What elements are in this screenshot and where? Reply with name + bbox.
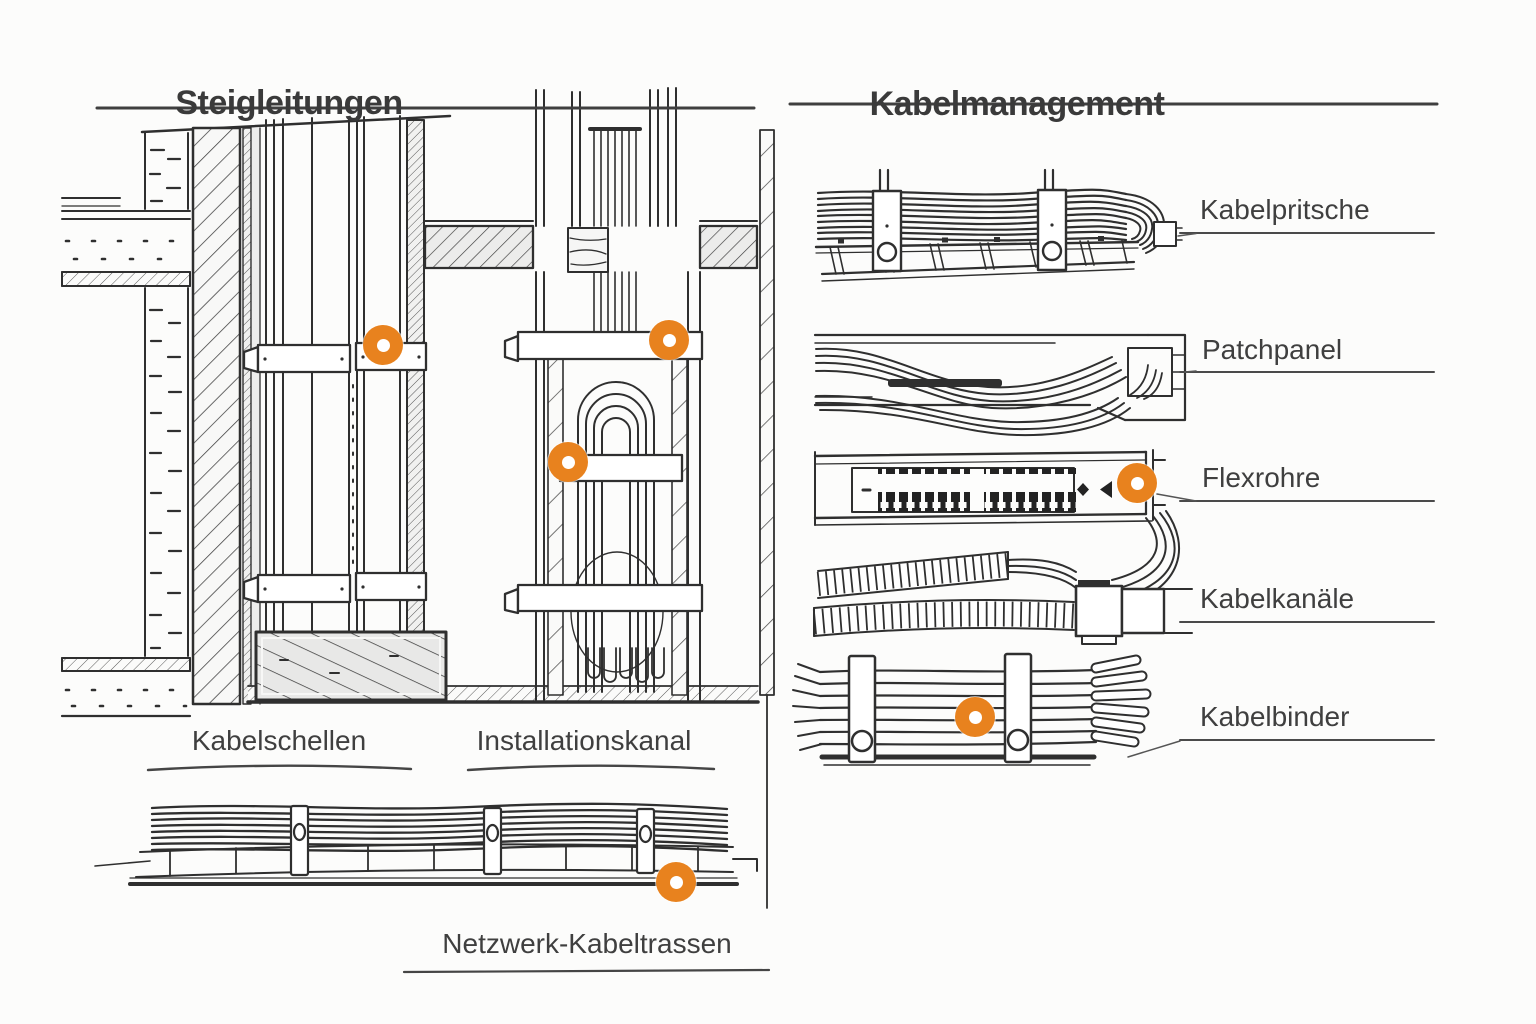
kabelbinder-drawing <box>792 652 1152 766</box>
hotspot-marker-kabelbinder-icon[interactable] <box>955 697 995 737</box>
panel-divider <box>759 129 775 909</box>
cable-ties <box>847 652 1033 764</box>
flexrohre-drawing <box>813 449 1180 607</box>
label-kabelbinder: Kabelbinder <box>1200 701 1350 732</box>
port-group <box>878 468 970 512</box>
riser-pipes <box>265 115 425 633</box>
tray-hangers <box>871 168 1068 273</box>
patchpanel-drawing <box>813 333 1187 437</box>
cable-channel <box>1120 587 1166 635</box>
label-patchpanel: Patchpanel <box>1202 334 1343 365</box>
hatched-wall <box>191 126 242 706</box>
kabelkanaele-drawing <box>812 551 1193 645</box>
label-flexrohre: Flexrohre <box>1202 462 1321 493</box>
base-block <box>254 630 448 702</box>
label-kabelkanaele: Kabelkanäle <box>1200 583 1355 614</box>
hotspot-marker-kabeltrasse-icon[interactable] <box>656 862 696 902</box>
port-group <box>984 468 1076 512</box>
floor-slab <box>423 220 759 273</box>
hotspot-marker-flexrohre-icon[interactable] <box>1117 463 1157 503</box>
hotspot-marker-kabelschellen-icon[interactable] <box>363 325 403 365</box>
left-section-title: Steigleitungen <box>175 83 403 122</box>
shaft-cables <box>570 381 665 693</box>
kabelpritsche-drawing <box>814 168 1183 282</box>
junction-box <box>1074 584 1124 638</box>
pipe-clamps <box>242 341 428 604</box>
underlines <box>95 102 1439 974</box>
right-section-title: Kabelmanagement <box>869 84 1165 123</box>
label-kabelpritsche: Kabelpritsche <box>1200 194 1370 225</box>
steigleitungen-drawing <box>60 87 775 909</box>
label-kabelschellen: Kabelschellen <box>191 725 367 756</box>
label-installationskanal: Installationskanal <box>476 725 692 756</box>
label-netzwerk-kabeltrassen: Netzwerk-Kabeltrassen <box>442 928 732 959</box>
hotspot-marker-installationskanal-mid-icon[interactable] <box>548 442 588 482</box>
kabeltrasse-drawing <box>94 802 758 886</box>
hotspot-marker-installationskanal-top-icon[interactable] <box>649 320 689 360</box>
